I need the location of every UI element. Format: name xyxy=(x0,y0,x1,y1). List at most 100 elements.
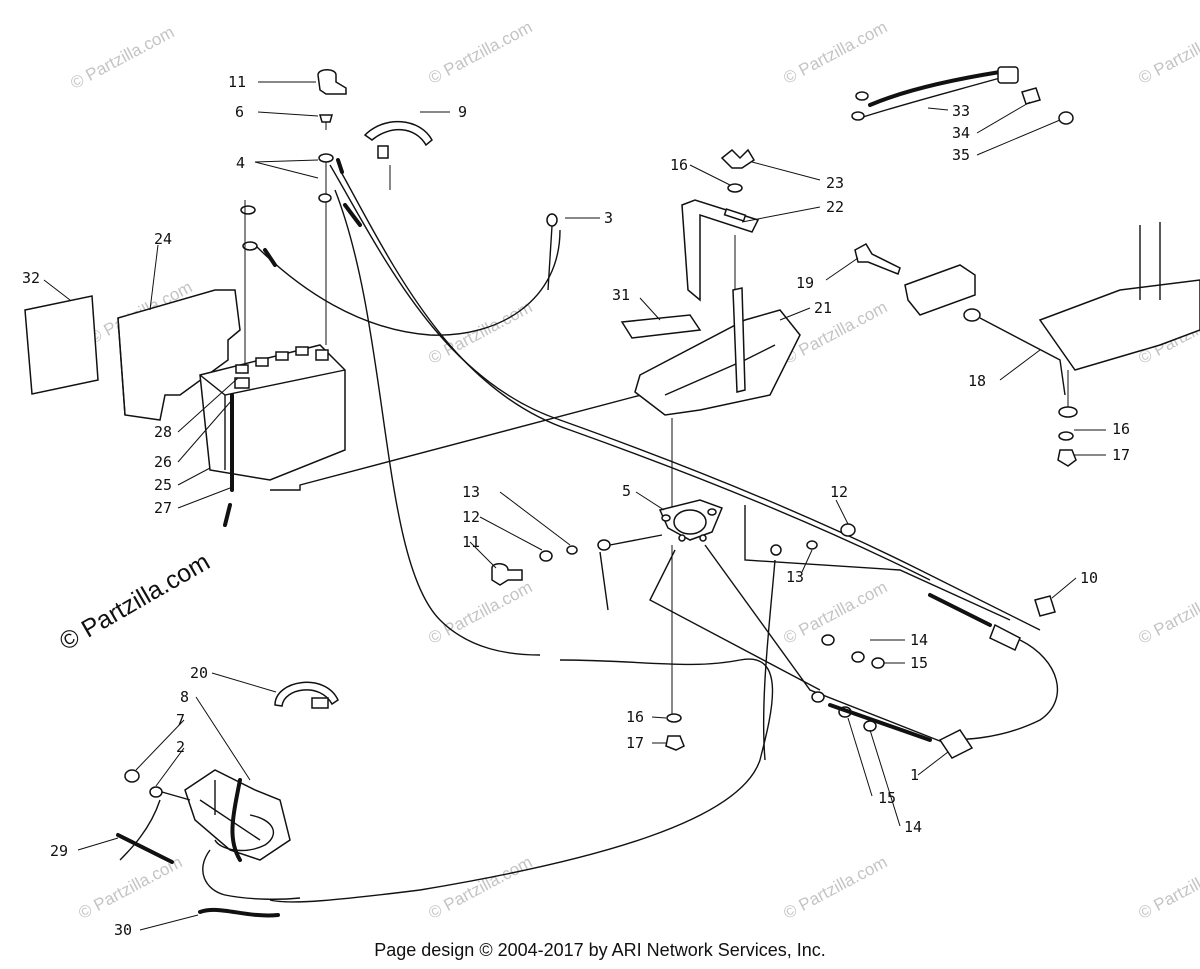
wire-30 xyxy=(198,907,280,918)
page-footer: Page design © 2004-2017 by ARI Network S… xyxy=(374,940,826,960)
plug-connector xyxy=(989,623,1021,652)
ring-terminal-2 xyxy=(149,786,163,798)
rod-eye xyxy=(963,308,981,322)
callout-6: 6 xyxy=(235,103,244,121)
solenoid-stud xyxy=(707,508,717,516)
battery-cell-cap xyxy=(275,351,289,361)
callout-30: 30 xyxy=(114,921,132,939)
pad-31 xyxy=(620,314,702,339)
callout-13: 13 xyxy=(786,568,804,586)
washer-16 xyxy=(1058,431,1074,441)
callout-4: 4 xyxy=(236,154,245,172)
callout-5: 5 xyxy=(622,482,631,500)
callout-11: 11 xyxy=(462,533,480,551)
cable-boot xyxy=(928,593,992,627)
callout-25: 25 xyxy=(154,476,172,494)
washer-16 xyxy=(727,183,743,193)
battery-cell-cap xyxy=(235,364,249,374)
battery-cover-24 xyxy=(117,289,241,421)
ring-terminal xyxy=(770,544,782,556)
solenoid-stud xyxy=(699,534,707,542)
harness-terminal xyxy=(851,111,865,121)
callout-19: 19 xyxy=(796,274,814,292)
bracket-22 xyxy=(681,199,760,302)
connector-10 xyxy=(1034,595,1056,617)
wing-nut-23 xyxy=(720,148,756,169)
callout-32: 32 xyxy=(22,269,40,287)
motor-assembly xyxy=(184,769,291,861)
ring-terminal xyxy=(811,691,825,703)
nut-7 xyxy=(124,769,140,783)
washer-14 xyxy=(851,651,865,663)
callout-7: 7 xyxy=(176,711,185,729)
terminal-cap-11b xyxy=(491,563,523,586)
callout-9: 9 xyxy=(458,103,467,121)
cable-sleeve xyxy=(343,203,362,227)
battery-terminal xyxy=(234,377,250,389)
chassis-plate xyxy=(1038,279,1200,371)
callout-11: 11 xyxy=(228,73,246,91)
bracket-slot xyxy=(723,208,747,222)
pad-32 xyxy=(24,295,99,395)
ring-terminal xyxy=(240,205,256,215)
callout-16: 16 xyxy=(1112,420,1130,438)
callout-10: 10 xyxy=(1080,569,1098,587)
harness-to-connector xyxy=(744,505,1011,621)
nut-15 xyxy=(871,657,885,669)
nut-17 xyxy=(1057,449,1077,467)
callout-1: 1 xyxy=(910,766,919,784)
starter-lead xyxy=(762,559,776,761)
washer-13 xyxy=(566,545,578,555)
callout-12: 12 xyxy=(830,483,848,501)
callout-28: 28 xyxy=(154,423,172,441)
washer-16 xyxy=(666,713,682,723)
battery-cell-cap xyxy=(295,346,309,356)
callout-20: 20 xyxy=(190,664,208,682)
callout-12: 12 xyxy=(462,508,480,526)
long-cable-parallel xyxy=(339,169,931,581)
battery-lead xyxy=(254,229,561,336)
switch-34 xyxy=(1021,87,1041,105)
ring-terminal xyxy=(597,539,611,551)
clamp-band-9 xyxy=(363,121,433,147)
clamp-band-20 xyxy=(274,681,339,707)
clamp-screw xyxy=(311,697,329,709)
solenoid-stud xyxy=(678,534,686,542)
callout-17: 17 xyxy=(626,734,644,752)
callout-16: 16 xyxy=(626,708,644,726)
callout-29: 29 xyxy=(50,842,68,860)
callout-3: 3 xyxy=(604,209,613,227)
cable-sleeve xyxy=(828,703,932,742)
callout-33: 33 xyxy=(952,102,970,120)
callout-14: 14 xyxy=(910,631,928,649)
connector-plug xyxy=(997,66,1019,84)
vent-hose-tip xyxy=(223,503,232,527)
plug-1 xyxy=(938,729,974,759)
rod-18 xyxy=(979,317,1066,396)
ring-terminal xyxy=(242,241,258,251)
washer-16 xyxy=(1058,406,1078,418)
callout-23: 23 xyxy=(826,174,844,192)
solenoid-link xyxy=(649,549,821,691)
callout-31: 31 xyxy=(612,286,630,304)
callout-18: 18 xyxy=(968,372,986,390)
solenoid-stud xyxy=(661,514,671,522)
ring-terminal xyxy=(821,634,835,646)
cable-sleeve xyxy=(263,248,277,267)
callout-15: 15 xyxy=(878,789,896,807)
wire-29 xyxy=(116,833,174,864)
solenoid-body xyxy=(673,509,707,535)
callout-13: 13 xyxy=(462,483,480,501)
solenoid-to-starter xyxy=(704,544,951,746)
callout-14: 14 xyxy=(904,818,922,836)
bracket-to-battery-line xyxy=(270,389,661,491)
wire-harness-8 xyxy=(230,778,242,862)
harness-terminal xyxy=(855,91,869,101)
callout-26: 26 xyxy=(154,453,172,471)
callout-22: 22 xyxy=(826,198,844,216)
callout-17: 17 xyxy=(1112,446,1130,464)
threaded-rod xyxy=(732,287,746,393)
callout-15: 15 xyxy=(910,654,928,672)
callout-35: 35 xyxy=(952,146,970,164)
callout-27: 27 xyxy=(154,499,172,517)
